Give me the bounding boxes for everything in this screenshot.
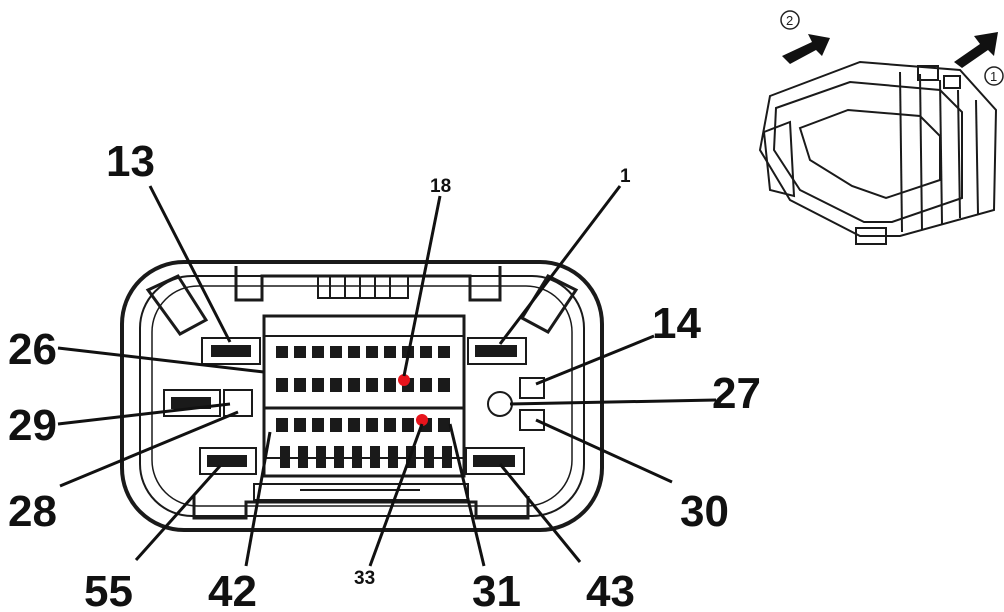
inset-3d-connector bbox=[758, 60, 998, 245]
pin-label-13: 13 bbox=[106, 137, 155, 186]
step-1-circle bbox=[984, 66, 1004, 86]
arrow-2-icon bbox=[782, 34, 830, 64]
pin-label-29: 29 bbox=[8, 401, 57, 450]
pin-label-28: 28 bbox=[8, 487, 57, 536]
corner-lock-left bbox=[145, 274, 209, 336]
top-latch bbox=[234, 266, 502, 302]
leader-29 bbox=[57, 402, 231, 426]
cavity-30 bbox=[519, 409, 545, 431]
leader-31 bbox=[448, 423, 486, 567]
step-2-label: 2 bbox=[786, 13, 793, 28]
pin-label-1: 1 bbox=[620, 166, 631, 187]
pin-label-42: 42 bbox=[208, 567, 257, 612]
pin-labels: 13 18 1 26 14 29 27 28 30 55 42 33 31 43 bbox=[8, 137, 761, 612]
leader-lines bbox=[57, 185, 717, 567]
pin-row-3 bbox=[276, 418, 450, 432]
corner-lock-right bbox=[519, 274, 579, 334]
leader-14 bbox=[535, 334, 655, 386]
leader-55 bbox=[134, 465, 222, 561]
pin-label-14: 14 bbox=[652, 299, 701, 348]
inset-arrows: 2 1 bbox=[780, 10, 1004, 86]
leader-1 bbox=[498, 185, 622, 345]
pin-label-26: 26 bbox=[8, 325, 57, 374]
top-latch-window bbox=[317, 275, 409, 299]
leader-26 bbox=[57, 346, 265, 374]
bottom-rail bbox=[192, 496, 530, 520]
arrow-1-icon bbox=[954, 32, 998, 68]
inset-body-outer bbox=[758, 60, 998, 237]
pin-label-31: 31 bbox=[472, 567, 521, 612]
inset-body-front bbox=[772, 80, 963, 223]
highlight-pin-18 bbox=[398, 374, 410, 386]
step-1-label: 1 bbox=[990, 69, 997, 84]
step-2-circle bbox=[780, 10, 800, 30]
leader-28 bbox=[59, 410, 239, 488]
pin-label-27: 27 bbox=[712, 369, 761, 418]
connector-face bbox=[120, 260, 604, 532]
leader-30 bbox=[535, 418, 673, 484]
pin-label-18: 18 bbox=[430, 176, 451, 197]
pin-row-1 bbox=[276, 346, 450, 358]
side-cavities bbox=[163, 337, 545, 475]
leader-43 bbox=[498, 463, 582, 563]
highlight-pin-33 bbox=[416, 414, 428, 426]
cavity-27 bbox=[487, 391, 513, 417]
housing-inner-2 bbox=[151, 285, 573, 507]
pin-row-2 bbox=[276, 378, 450, 392]
pin-label-30: 30 bbox=[680, 487, 729, 536]
leader-33 bbox=[368, 423, 424, 567]
pin-label-33: 33 bbox=[354, 568, 375, 589]
leader-18 bbox=[402, 195, 442, 377]
leader-13 bbox=[148, 185, 232, 343]
leader-27 bbox=[509, 398, 717, 406]
leader-42 bbox=[244, 431, 272, 567]
pin-label-43: 43 bbox=[586, 567, 635, 612]
central-cavity bbox=[262, 314, 466, 478]
pin-label-55: 55 bbox=[84, 567, 133, 612]
housing-outer bbox=[120, 260, 604, 532]
